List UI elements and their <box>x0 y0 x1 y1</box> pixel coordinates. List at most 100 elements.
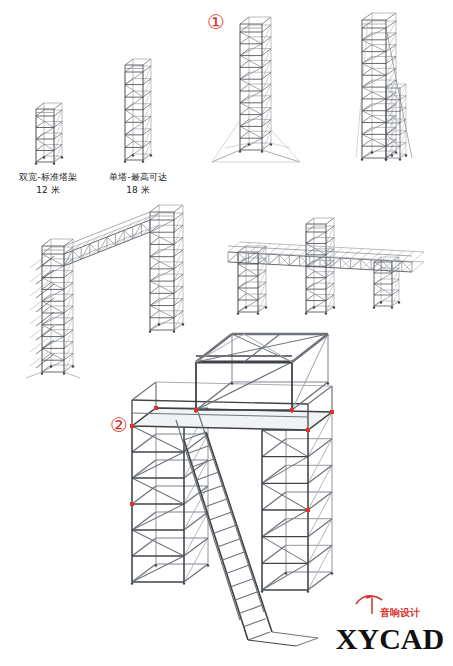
tube <box>44 156 62 157</box>
tube <box>124 230 133 239</box>
coupler <box>306 428 310 432</box>
tube <box>308 465 332 483</box>
tube <box>262 60 271 67</box>
tube <box>36 354 54 368</box>
tube <box>360 259 361 269</box>
tube <box>362 116 372 123</box>
tube <box>244 334 280 362</box>
tube <box>64 282 73 301</box>
tube <box>64 330 73 349</box>
tube <box>73 225 159 259</box>
tube <box>386 28 412 158</box>
tube <box>89 244 90 256</box>
tube <box>42 265 64 266</box>
tube <box>125 65 143 66</box>
castor-wheel <box>237 312 239 314</box>
coupler <box>330 410 334 414</box>
tube <box>372 115 396 116</box>
tube <box>262 456 308 457</box>
tube <box>42 250 64 251</box>
tube <box>356 20 368 158</box>
tube <box>340 248 352 258</box>
tube <box>36 298 54 312</box>
tube <box>400 107 406 123</box>
tube <box>249 36 271 37</box>
castor-wheel <box>325 312 327 314</box>
tube <box>396 13 397 21</box>
tube <box>36 112 54 113</box>
tube <box>240 103 262 115</box>
tube <box>400 119 406 135</box>
tube <box>238 253 239 263</box>
tube <box>132 503 184 504</box>
tube <box>309 256 310 266</box>
castor-wheel <box>41 372 43 374</box>
tube <box>150 220 174 232</box>
tube <box>205 499 227 507</box>
tube <box>125 147 143 160</box>
castor-wheel <box>173 330 175 332</box>
tube <box>306 301 326 312</box>
tube <box>196 409 292 411</box>
tube <box>240 126 262 127</box>
tube <box>125 72 143 85</box>
tube <box>262 37 271 44</box>
tube <box>156 511 208 512</box>
tube <box>306 226 314 232</box>
tube <box>238 312 258 313</box>
tube <box>159 310 183 311</box>
tube <box>240 67 262 68</box>
tube <box>212 162 300 163</box>
tube <box>326 295 334 312</box>
tube <box>238 300 258 301</box>
tube <box>64 247 73 254</box>
tube <box>310 246 322 256</box>
tube <box>150 281 174 293</box>
tube <box>262 483 308 510</box>
tube <box>150 220 151 232</box>
tube <box>150 299 159 306</box>
tube <box>240 67 262 79</box>
tube <box>306 289 326 290</box>
tube <box>392 84 406 85</box>
tube <box>125 134 143 135</box>
tube <box>300 256 312 266</box>
tube <box>374 284 392 295</box>
tube <box>279 245 291 255</box>
tube <box>262 509 308 510</box>
castor-wheel <box>155 564 157 566</box>
tube <box>150 286 159 293</box>
tube <box>174 262 183 281</box>
tube <box>262 572 286 590</box>
tube <box>235 592 257 600</box>
tube <box>150 293 174 305</box>
tube <box>306 218 314 224</box>
tube <box>64 306 73 325</box>
tube <box>238 270 246 276</box>
towers <box>26 13 424 378</box>
tube <box>150 216 174 217</box>
tube <box>362 20 386 21</box>
tube <box>386 146 400 147</box>
tube <box>391 261 392 271</box>
tube <box>156 485 208 486</box>
tube <box>314 218 334 219</box>
tube <box>362 123 386 135</box>
tube <box>124 223 133 230</box>
tube <box>306 266 326 277</box>
tube <box>125 135 143 148</box>
tube <box>150 225 159 232</box>
tube <box>133 141 151 142</box>
tube <box>240 60 249 67</box>
tube <box>132 477 184 478</box>
castor-wheel <box>182 323 184 325</box>
tube <box>381 279 399 280</box>
tube <box>125 122 143 135</box>
tube <box>240 28 262 29</box>
tube <box>246 246 266 247</box>
tube <box>42 289 64 290</box>
tube <box>232 334 292 362</box>
tube <box>30 352 48 366</box>
tube <box>351 259 363 269</box>
tube <box>400 84 406 100</box>
